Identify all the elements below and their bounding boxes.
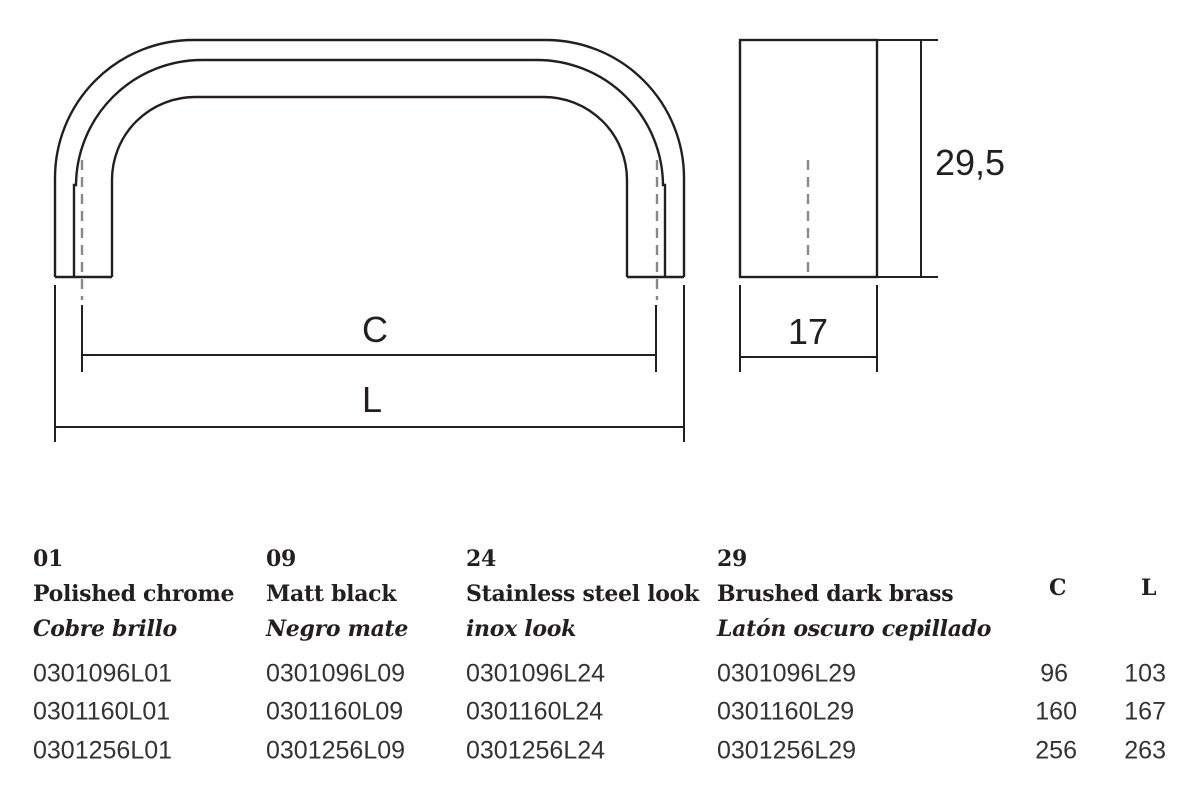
- reference-code: 0301256L24: [466, 736, 606, 765]
- size-l-value: 167: [1124, 697, 1166, 726]
- finish-name-es: inox look: [466, 616, 577, 642]
- reference-code: 0301160L24: [466, 697, 604, 726]
- reference-code: 0301256L29: [717, 736, 857, 765]
- finish-name-en: Polished chrome: [33, 581, 235, 607]
- reference-code: 0301160L29: [717, 697, 855, 726]
- reference-code: 0301096L01: [33, 659, 173, 688]
- finish-name-es: Negro mate: [266, 616, 409, 642]
- finish-code: 24: [466, 546, 497, 572]
- finish-code: 01: [33, 546, 64, 572]
- dimension-c-label: C: [362, 309, 388, 350]
- finish-name-en: Stainless steel look: [466, 581, 699, 607]
- finish-name-es: Latón oscuro cepillado: [717, 616, 992, 642]
- reference-code: 0301096L24: [466, 659, 606, 688]
- dimension-lines: [54, 39, 938, 442]
- finish-code: 09: [266, 546, 297, 572]
- size-l-value: 103: [1124, 659, 1166, 688]
- finish-name-en: Brushed dark brass: [717, 581, 954, 607]
- reference-code: 0301160L09: [266, 697, 404, 726]
- dimension-height-label: 29,5: [934, 142, 1006, 183]
- finish-name-en: Matt black: [266, 581, 397, 607]
- reference-code: 0301256L01: [33, 736, 173, 765]
- l-column-header: L: [1141, 575, 1157, 601]
- size-l-value: 263: [1124, 736, 1166, 765]
- dimension-width-label: 17: [787, 311, 829, 352]
- dimension-l-label: L: [361, 379, 383, 420]
- size-c-value: 160: [1035, 697, 1077, 726]
- handle-front-view: [53, 38, 686, 300]
- reference-code: 0301096L09: [266, 659, 406, 688]
- reference-code: 0301096L29: [717, 659, 857, 688]
- finish-name-es: Cobre brillo: [33, 616, 177, 642]
- finish-code: 29: [717, 546, 748, 572]
- reference-code: 0301160L01: [33, 697, 171, 726]
- size-c-value: 96: [1040, 659, 1068, 688]
- reference-code: 0301256L09: [266, 736, 406, 765]
- size-c-value: 256: [1035, 736, 1077, 765]
- c-column-header: C: [1049, 575, 1067, 601]
- handle-side-view: [738, 38, 879, 279]
